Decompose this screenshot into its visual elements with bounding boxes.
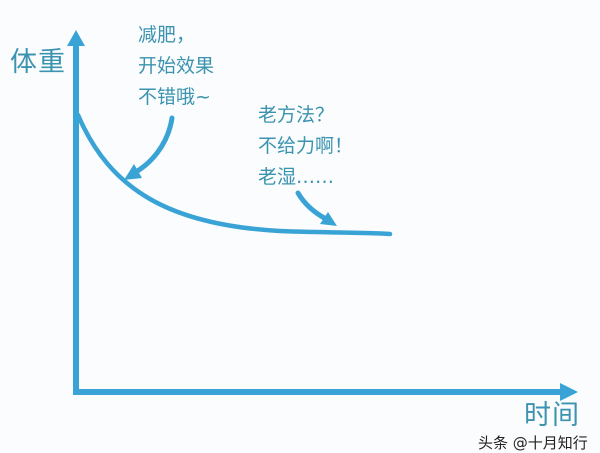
- annotation-1: 减肥， 开始效果 不错哦~: [138, 20, 214, 113]
- y-axis-arrowhead: [67, 30, 85, 46]
- x-axis-label: 时间: [524, 400, 580, 431]
- annotation-2-line: 不给力啊！: [258, 135, 354, 157]
- annotation-arrow-2: [295, 190, 329, 222]
- annotation-2: 老方法？ 不给力啊！ 老湿……: [258, 100, 353, 193]
- annotation-arrowhead-2: [320, 212, 337, 226]
- y-axis-label: 体重: [10, 47, 66, 78]
- x-axis-arrowhead: [560, 383, 578, 401]
- annotation-arrow-1: [129, 115, 175, 177]
- annotation-1-line: 开始效果: [138, 55, 215, 77]
- annotation-2-line: 老湿……: [258, 166, 335, 188]
- annotation-1-line: 减肥，: [138, 24, 196, 46]
- watermark: 头条 @十月知行: [478, 434, 588, 452]
- annotation-arrowhead-1: [124, 164, 142, 180]
- annotation-1-line: 不错哦~: [138, 86, 211, 108]
- weight-curve: [75, 112, 393, 237]
- annotation-2-line: 老方法？: [258, 104, 335, 126]
